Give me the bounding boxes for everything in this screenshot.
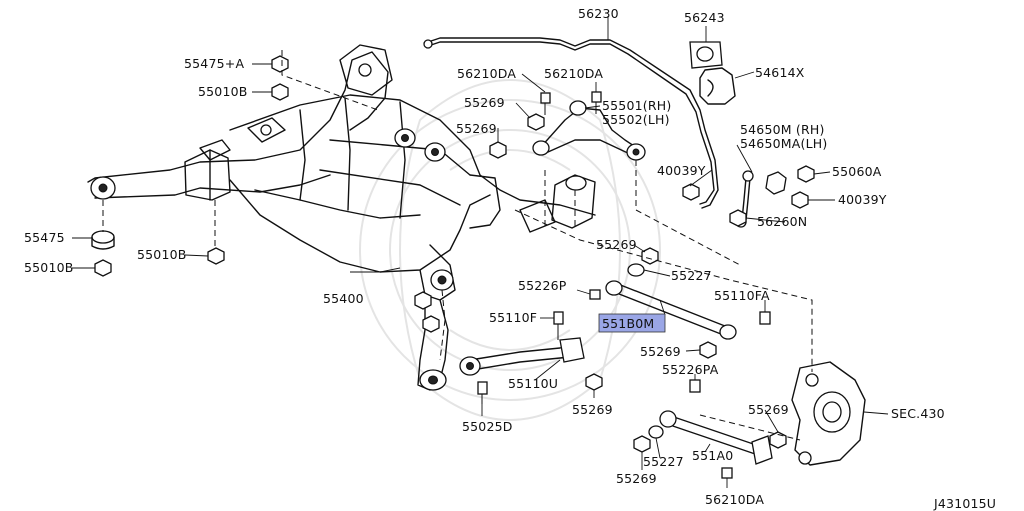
callout-56260N: 56260N xyxy=(757,214,807,229)
callout-55501: 55501(RH) xyxy=(602,98,671,113)
leader-lines xyxy=(72,16,889,488)
callout-55010B-1: 55010B xyxy=(198,84,248,99)
callout-55475A: 55475+A xyxy=(184,56,244,71)
callout-56210DA-2: 56210DA xyxy=(544,66,603,81)
callout-54650M: 54650M (RH) xyxy=(740,122,825,137)
callout-56230: 56230 xyxy=(578,6,619,21)
callout-55269-4: 55269 xyxy=(640,344,681,359)
callout-54650MA: 54650MA(LH) xyxy=(740,136,827,151)
fasteners-top xyxy=(271,55,602,159)
callout-551A0: 551A0 xyxy=(692,448,733,463)
diagram-id: J431015U xyxy=(933,496,996,511)
callout-55269-7: 55269 xyxy=(616,471,657,486)
lower-link xyxy=(459,311,603,404)
radius-rod-551B0M xyxy=(589,247,771,359)
callout-55025D: 55025D xyxy=(462,419,513,434)
callout-56210DA-1: 56210DA xyxy=(457,66,516,81)
callout-56243: 56243 xyxy=(684,10,725,25)
stabilizer-connecting-rod xyxy=(682,165,815,228)
callout-sec-430: SEC.430 xyxy=(891,406,945,421)
callout-55010B-2: 55010B xyxy=(24,260,74,275)
frame-mount-block xyxy=(519,174,596,233)
callout-55226P: 55226P xyxy=(518,278,567,293)
callout-55269-6: 55269 xyxy=(748,402,789,417)
callout-40039Y-2: 40039Y xyxy=(838,192,887,207)
callout-55502: 55502(LH) xyxy=(602,112,670,127)
callout-labels: 56230 56243 54614X 55475+A 55010B 56210D… xyxy=(24,6,996,511)
relation-lines xyxy=(102,50,813,441)
callout-55226PA: 55226PA xyxy=(662,362,719,377)
callout-551B0M: 551B0M xyxy=(602,316,654,331)
callout-55400: 55400 xyxy=(323,291,364,306)
callout-55060A: 55060A xyxy=(832,164,882,179)
stabilizer-bushing xyxy=(689,41,723,69)
axle-knuckle xyxy=(791,361,866,466)
upper-link xyxy=(532,100,646,161)
callout-54614X: 54614X xyxy=(755,65,805,80)
callout-55475: 55475 xyxy=(24,230,65,245)
stabilizer-clamp xyxy=(699,67,736,105)
callout-55110F: 55110F xyxy=(489,310,537,325)
callout-55269-1: 55269 xyxy=(464,95,505,110)
callout-55010B-3: 55010B xyxy=(137,247,187,262)
rear-suspension-member xyxy=(87,44,596,391)
callout-40039Y-1: 40039Y xyxy=(657,163,706,178)
callout-56210DA-3: 56210DA xyxy=(705,492,764,507)
callout-55269-5: 55269 xyxy=(572,402,613,417)
callout-55227-1: 55227 xyxy=(671,268,712,283)
callout-55227-2: 55227 xyxy=(643,454,684,469)
callout-55269-3: 55269 xyxy=(596,237,637,252)
callout-55110FA: 55110FA xyxy=(714,288,770,303)
highlight-box xyxy=(598,313,666,333)
stabilizer-bar xyxy=(423,37,719,209)
callout-55269-2: 55269 xyxy=(456,121,497,136)
member-mount-insulators xyxy=(91,230,440,333)
callout-55110U: 55110U xyxy=(508,376,558,391)
